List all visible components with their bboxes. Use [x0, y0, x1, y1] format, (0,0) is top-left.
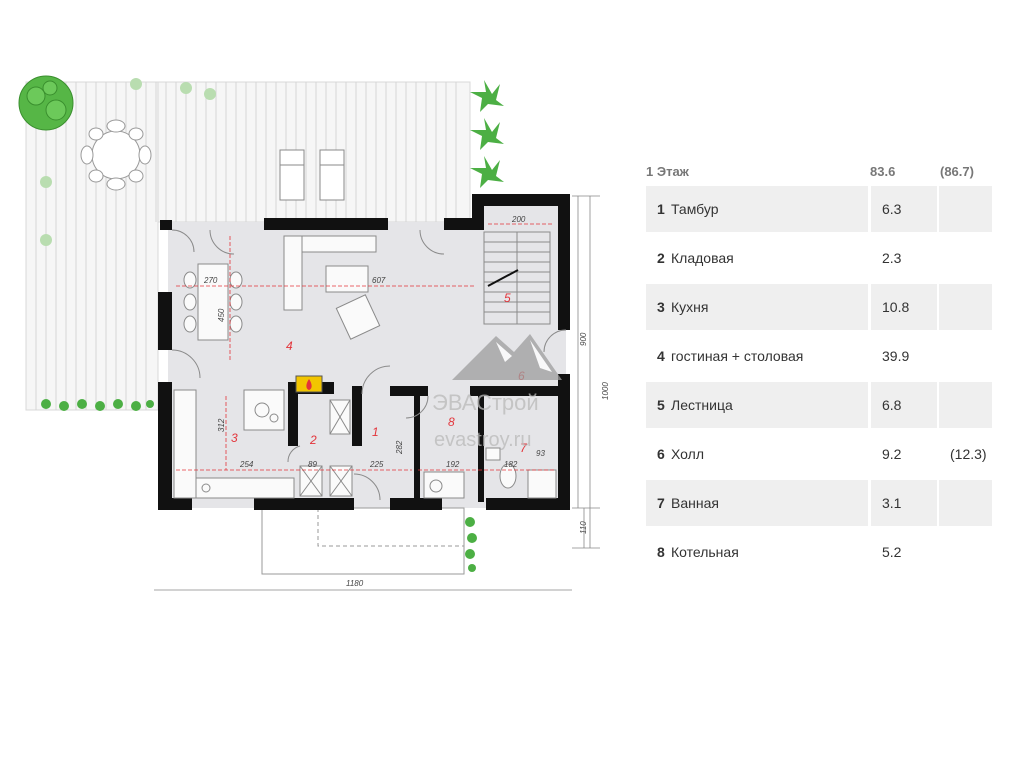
- floor-area: 83.6: [870, 164, 896, 179]
- room-row-name: Ванная: [671, 495, 719, 511]
- room-row-area: 3.1: [882, 495, 902, 511]
- room-row-number: 2: [657, 250, 665, 266]
- dim-label: 254: [239, 460, 254, 469]
- dimension-lines: [176, 223, 556, 471]
- tree-icon: [18, 75, 74, 131]
- room-number: 4: [286, 339, 293, 353]
- room-row-area: 10.8: [882, 299, 910, 315]
- dim-label: 607: [372, 276, 386, 285]
- room-row-name: Холл: [671, 446, 704, 462]
- dim-label: 200: [511, 215, 526, 224]
- fireplace-icon: [295, 375, 323, 393]
- room-row-area: 39.9: [882, 348, 910, 364]
- dim-label: 110: [579, 521, 588, 534]
- porch: [261, 507, 465, 575]
- dim-label: 450: [217, 308, 226, 322]
- room-row: 3 Кухня 10.8: [646, 284, 992, 330]
- walls: [158, 194, 570, 510]
- room-row-number: 7: [657, 495, 665, 511]
- lounge-chairs-icon: [279, 149, 345, 201]
- overall-dimensions: [154, 195, 600, 591]
- room-row-number: 3: [657, 299, 665, 315]
- room-row-number: 5: [657, 397, 665, 413]
- room-area-table: 1 Тамбур 6.3 2 Кладовая 2.3 3 Кухня 10.8…: [646, 186, 992, 578]
- room-row-number: 6: [657, 446, 665, 462]
- dining-table-icon: [183, 263, 243, 341]
- room-number: 2: [309, 433, 317, 447]
- room-row-area: 2.3: [882, 250, 902, 266]
- room-row-number: 1: [657, 201, 665, 217]
- room-row-name: Кладовая: [671, 250, 734, 266]
- dim-label: 225: [369, 460, 384, 469]
- floor-plan: 200 270 607 450 900 1000 312 282 254 89 …: [18, 75, 610, 591]
- room-row-name: Котельная: [671, 544, 739, 560]
- room-row-area: 5.2: [882, 544, 902, 560]
- room-row: 6 Холл 9.2 (12.3): [646, 431, 992, 477]
- doors: [171, 229, 567, 501]
- round-table-icon: [80, 119, 152, 191]
- dim-label: 312: [217, 418, 226, 432]
- staircase-icon: [483, 231, 551, 325]
- floor-label: 1 Этаж: [646, 164, 689, 179]
- dim-label: 270: [203, 276, 218, 285]
- kitchen-icon: [173, 389, 295, 499]
- room-row-extra: (12.3): [950, 446, 987, 462]
- room-row: 1 Тамбур 6.3: [646, 186, 992, 232]
- room-number: 8: [448, 415, 455, 429]
- room-row-name: Лестница: [671, 397, 733, 413]
- room-row: 7 Ванная 3.1: [646, 480, 992, 526]
- sofa-icon: [283, 235, 381, 340]
- room-row: 2 Кладовая 2.3: [646, 235, 992, 281]
- room-row-number: 8: [657, 544, 665, 560]
- room-row: 5 Лестница 6.8: [646, 382, 992, 428]
- room-number: 7: [520, 441, 528, 455]
- watermark-logo: ЭВАСтрой evastroy.ru: [432, 334, 562, 451]
- dim-label: 192: [446, 460, 460, 469]
- dim-label: 282: [395, 440, 404, 455]
- room-row-number: 4: [657, 348, 665, 364]
- floor-area-total: (86.7): [940, 164, 974, 179]
- dim-label: 182: [504, 460, 518, 469]
- dim-label: 89: [308, 460, 317, 469]
- watermark-site: evastroy.ru: [434, 429, 531, 451]
- dim-label: 93: [536, 449, 545, 458]
- room-row-name: Тамбур: [671, 201, 719, 217]
- room-row: 8 Котельная 5.2: [646, 529, 992, 575]
- room-row-area: 6.3: [882, 201, 902, 217]
- room-number: 1: [372, 425, 379, 439]
- room-row-name: гостиная + столовая: [671, 348, 804, 364]
- room-row-area: 9.2: [882, 446, 902, 462]
- dim-label: 1180: [346, 579, 364, 588]
- room-row-area: 6.8: [882, 397, 902, 413]
- watermark-name: ЭВАСтрой: [432, 390, 539, 415]
- dim-label: 900: [579, 332, 588, 346]
- room-number: 5: [504, 291, 511, 305]
- room-number: 3: [231, 431, 238, 445]
- room-row-name: Кухня: [671, 299, 709, 315]
- storage-boxes: [299, 399, 353, 497]
- room-row: 4 гостиная + столовая 39.9: [646, 333, 992, 379]
- floor-summary-header: 1 Этаж 83.6 (86.7): [646, 160, 1006, 184]
- dim-label: 1000: [601, 382, 610, 400]
